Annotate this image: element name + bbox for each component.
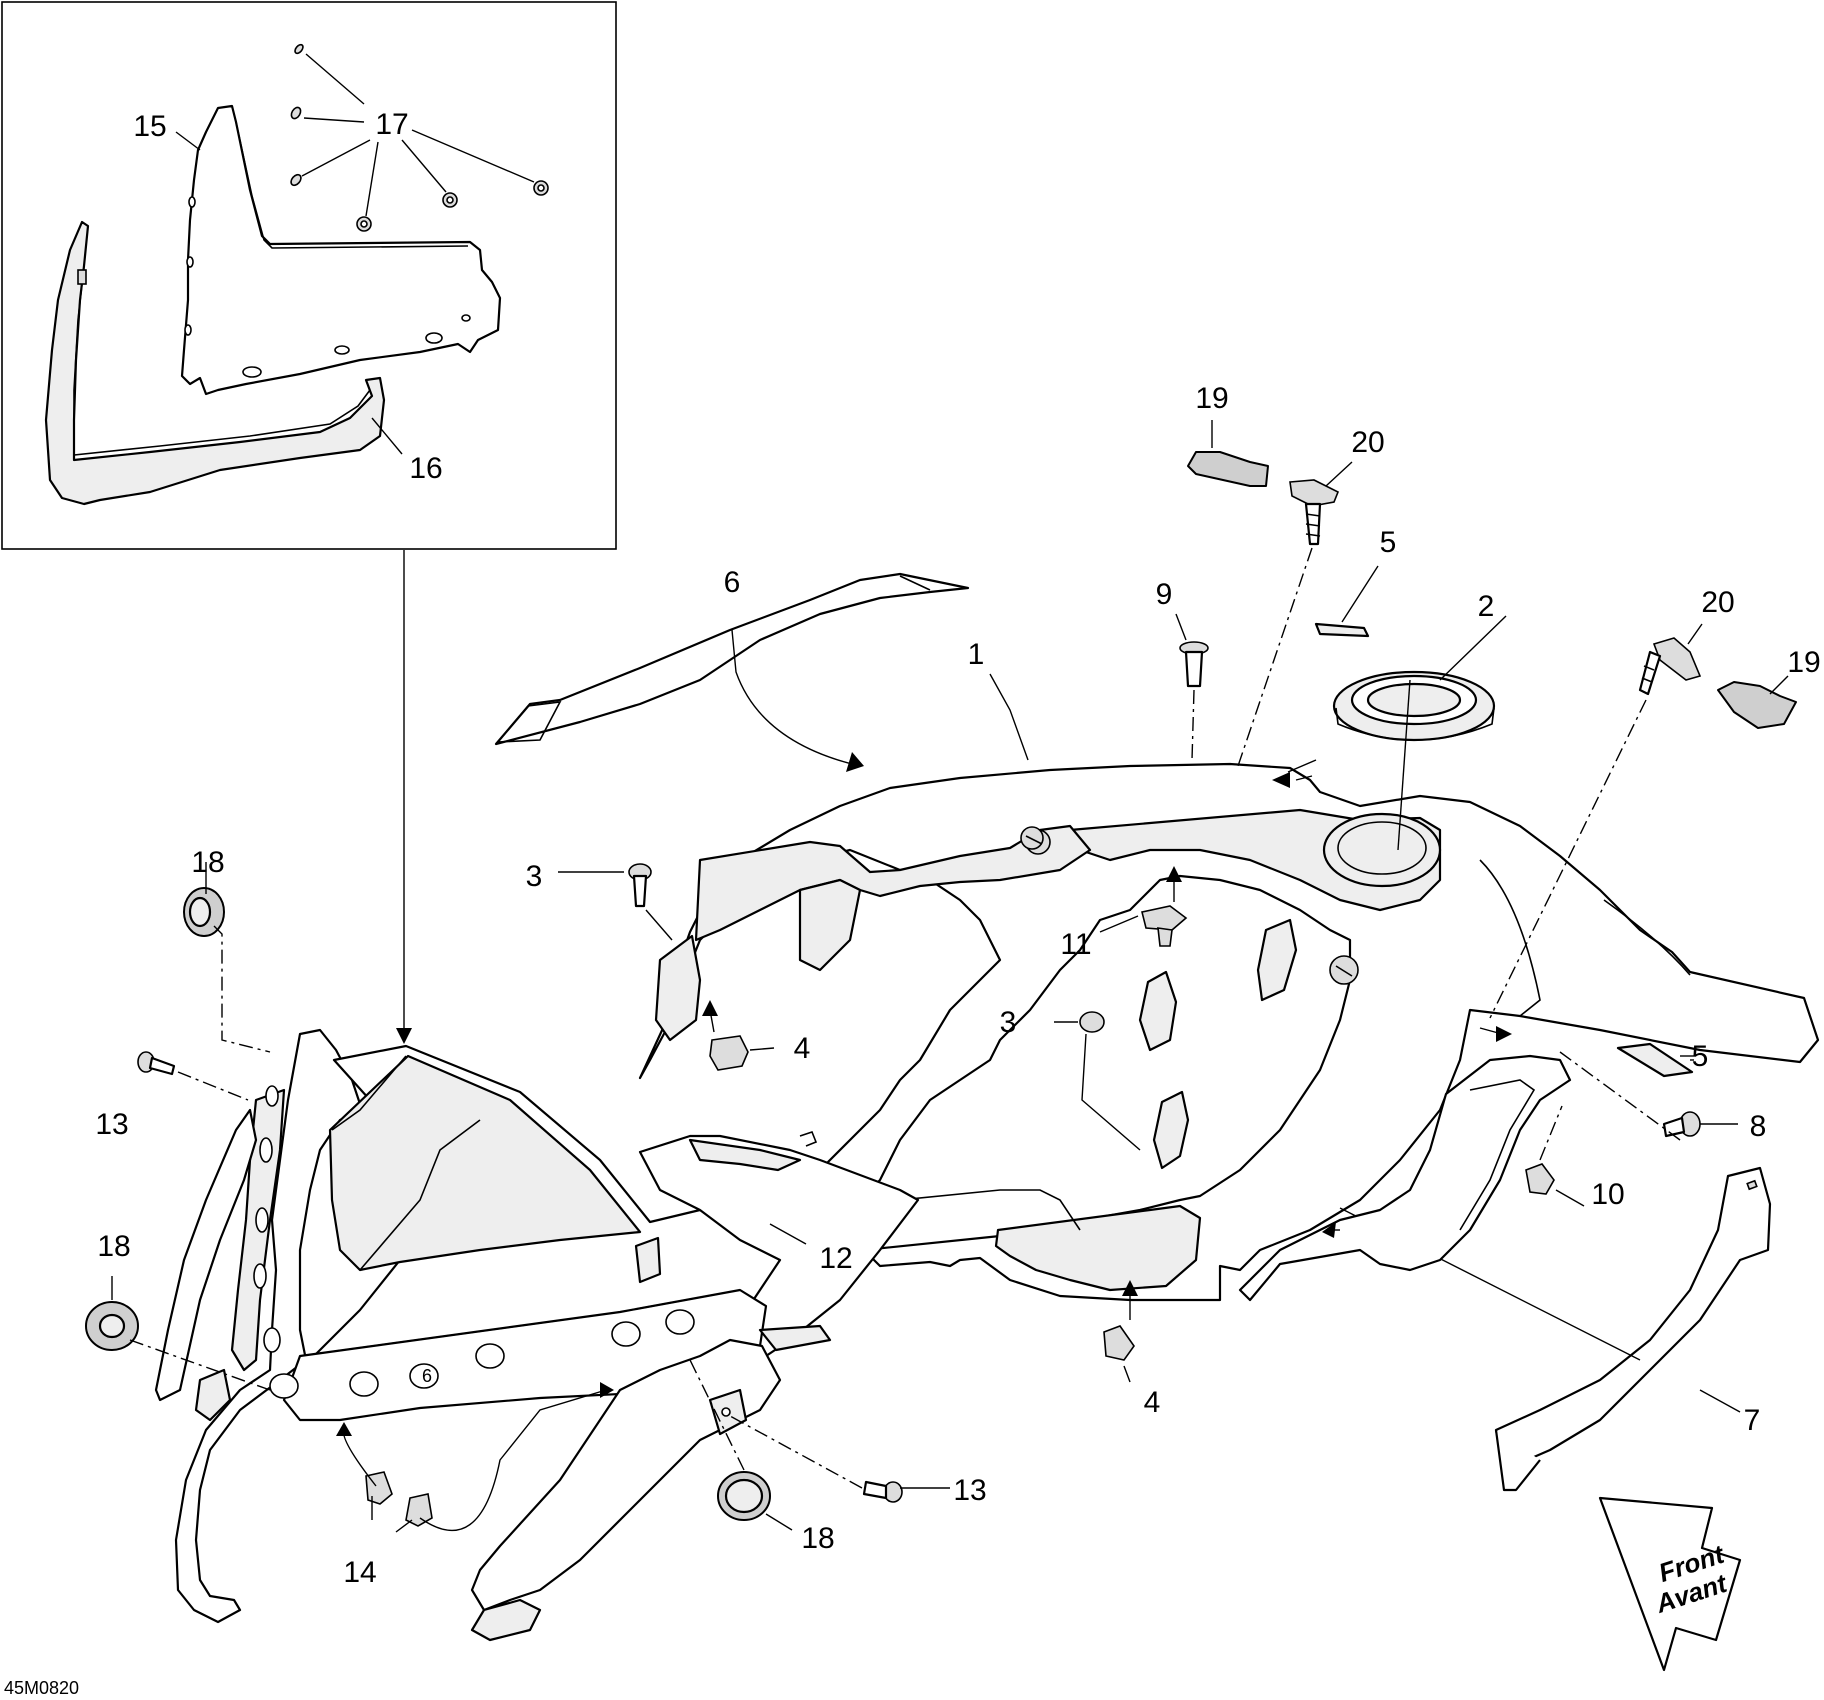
part-9-push-rivet xyxy=(1179,641,1209,688)
callout-2: 2 xyxy=(1478,590,1495,623)
svg-text:6: 6 xyxy=(422,1366,432,1386)
part-20-fastener xyxy=(1638,637,1702,696)
callout-5: 5 xyxy=(1380,526,1397,559)
part-4-clip xyxy=(1103,1325,1135,1361)
part-18-grommet xyxy=(717,1471,771,1521)
callout-6: 6 xyxy=(724,566,741,599)
callout-1: 1 xyxy=(968,638,985,671)
callout-4: 4 xyxy=(794,1032,811,1065)
callout-9: 9 xyxy=(1156,578,1173,611)
part-13-screw xyxy=(862,1480,903,1503)
part-4-clip xyxy=(709,1035,749,1071)
part-13-screw xyxy=(137,1051,176,1076)
inset-frame xyxy=(1,1,617,550)
callout-11: 11 xyxy=(1060,928,1091,961)
callout-18: 18 xyxy=(97,1230,130,1263)
callout-15: 15 xyxy=(133,110,166,143)
part-5-strip xyxy=(1314,622,1370,638)
part-17-rivet xyxy=(294,43,304,55)
callout-18: 18 xyxy=(801,1522,834,1555)
callout-12: 12 xyxy=(819,1242,852,1275)
callout-20: 20 xyxy=(1351,426,1384,459)
front-direction-arrow xyxy=(1598,1496,1742,1672)
part-17-rivet xyxy=(290,173,302,187)
part-1-body-panel xyxy=(638,762,1820,1302)
callout-20: 20 xyxy=(1701,586,1734,619)
callout-7: 7 xyxy=(1744,1404,1761,1437)
part-7-side-trim xyxy=(1494,1166,1772,1472)
callout-13: 13 xyxy=(953,1474,986,1507)
part-5-strip xyxy=(1616,1042,1694,1078)
callout-18: 18 xyxy=(191,846,224,879)
part-3-bolt xyxy=(1079,1011,1105,1033)
part-1-rear-arm xyxy=(1238,1054,1572,1302)
callout-13: 13 xyxy=(95,1108,128,1141)
part-11-clip xyxy=(1141,905,1188,947)
part-19-cap xyxy=(1717,681,1797,729)
part-12-lower-panel-assembly: 6 xyxy=(154,1028,920,1642)
callout-17: 17 xyxy=(375,108,408,141)
part-17-rivet xyxy=(290,106,302,120)
part-18-grommet xyxy=(183,887,225,937)
callout-8: 8 xyxy=(1750,1110,1767,1143)
callout-5: 5 xyxy=(1692,1040,1709,1073)
callout-3: 3 xyxy=(1000,1006,1017,1039)
callout-10: 10 xyxy=(1591,1178,1624,1211)
part-2-filler-ring xyxy=(1332,670,1496,742)
part-20-fastener xyxy=(1289,479,1340,546)
callout-16: 16 xyxy=(409,452,442,485)
callout-19: 19 xyxy=(1195,382,1228,415)
callout-4: 4 xyxy=(1144,1386,1161,1419)
diagram-reference-code: 45M0820 xyxy=(4,1678,79,1698)
part-3-bolt xyxy=(628,863,652,908)
callout-14: 14 xyxy=(343,1556,376,1589)
inset-detail xyxy=(1,1,617,550)
part-6-decal xyxy=(494,572,970,746)
callout-3: 3 xyxy=(526,860,543,893)
part-8-screw xyxy=(1662,1111,1701,1138)
part-10-nut xyxy=(1525,1163,1555,1195)
part-19-cap xyxy=(1187,451,1269,487)
part-14-clip xyxy=(365,1471,433,1527)
part-18-grommet xyxy=(85,1301,139,1351)
callout-19: 19 xyxy=(1787,646,1820,679)
